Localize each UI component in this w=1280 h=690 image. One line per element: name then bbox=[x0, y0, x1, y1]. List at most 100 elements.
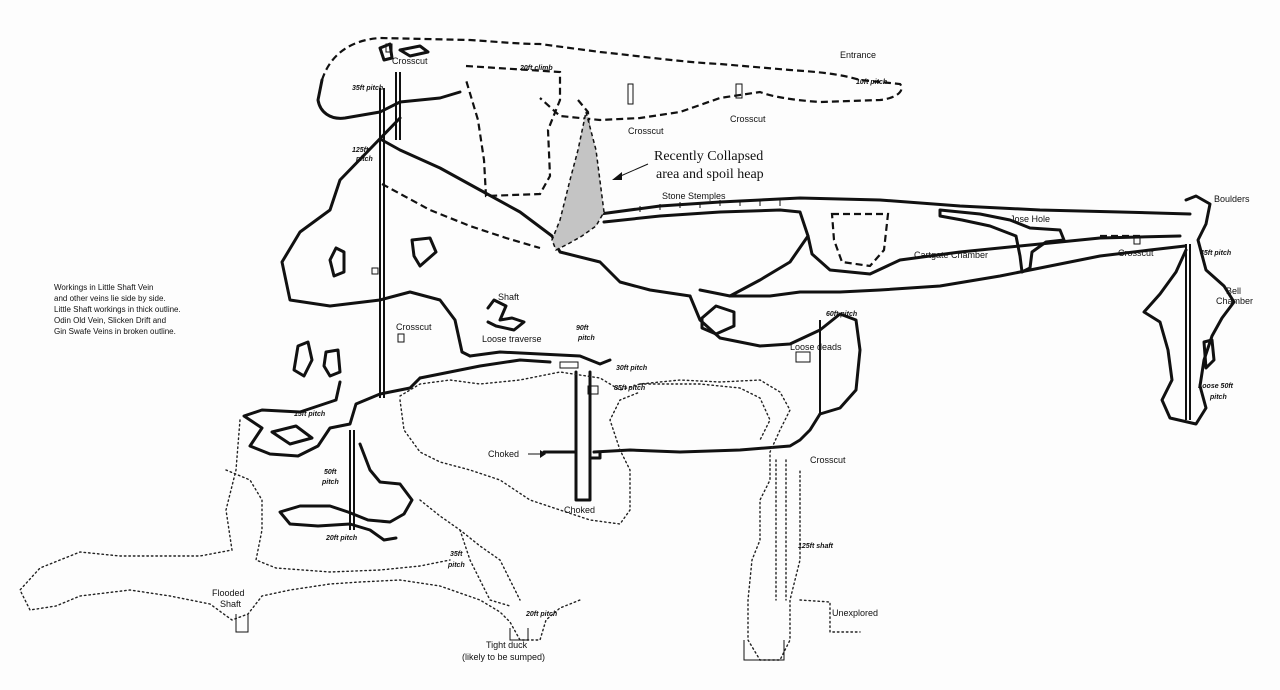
shaft-125ft-main bbox=[379, 88, 385, 398]
shaft-45ft-right bbox=[1185, 244, 1191, 420]
pitch-30-marker bbox=[587, 385, 599, 395]
label-entrance: Entrance bbox=[840, 50, 876, 60]
label-90ft-pitch: pitch bbox=[577, 335, 595, 342]
shaft-50ft bbox=[349, 430, 355, 530]
boulder-chamber bbox=[700, 304, 736, 336]
crosscut-marker-2 bbox=[627, 83, 634, 105]
crosscut-marker-4 bbox=[1133, 237, 1141, 245]
dotted-flooded-passage bbox=[19, 419, 581, 641]
stemples-passage-lower bbox=[602, 208, 810, 298]
label-crosscut-lower: Crosscut bbox=[810, 455, 846, 465]
label-30ft-pitch: 30ft pitch bbox=[616, 365, 647, 372]
label-boulders: Boulders bbox=[1214, 194, 1250, 204]
label-crosscut-right: Crosscut bbox=[1118, 248, 1154, 258]
collapse-arrowhead bbox=[612, 172, 622, 180]
label-50ft-pitch: pitch bbox=[321, 479, 339, 486]
loose-deads-marker bbox=[795, 351, 811, 363]
label-crosscut-b: Crosscut bbox=[730, 114, 766, 124]
shaft-35ft-top bbox=[395, 72, 401, 140]
blob-2 bbox=[292, 340, 314, 378]
central-passage bbox=[468, 350, 612, 366]
label-125ft-pitch: pitch bbox=[355, 156, 373, 163]
label-85ft-pitch: 85ft pitch bbox=[614, 385, 645, 392]
main-east-passage bbox=[592, 412, 822, 454]
label-unexplored: Unexplored bbox=[832, 608, 878, 618]
cartgate-passage bbox=[806, 234, 1182, 276]
legend-line-1: Workings in Little Shaft Vein bbox=[54, 283, 154, 292]
label-bell: Bell bbox=[1226, 286, 1241, 296]
crosscut-marker-1 bbox=[385, 43, 393, 53]
label-crosscut-a: Crosscut bbox=[628, 126, 664, 136]
loose-traverse-marker bbox=[559, 361, 579, 369]
legend-line-2: and other veins lie side by side. bbox=[54, 294, 166, 303]
label-crosscut-mid: Crosscut bbox=[396, 322, 432, 332]
crosscut-marker-5 bbox=[397, 333, 405, 343]
label-15ft-pitch: 15ft pitch bbox=[294, 411, 325, 418]
label-60ft-pitch: 60ft pitch bbox=[826, 311, 857, 318]
label-125ft-shaft: 125ft shaft bbox=[798, 543, 834, 550]
unexplored-sump-mark bbox=[743, 640, 785, 661]
blob-1 bbox=[328, 246, 346, 278]
label-loose-deads: Loose deads bbox=[790, 342, 842, 352]
choked-crossbar bbox=[542, 450, 602, 460]
cartgate-lower bbox=[728, 244, 1187, 298]
label-10ft-pitch: 10ft pitch bbox=[856, 79, 887, 86]
top-left-chamber-2 bbox=[378, 42, 394, 62]
annotation-collapsed-line2: area and spoil heap bbox=[656, 167, 764, 182]
blob-6 bbox=[1202, 338, 1216, 370]
blob-4 bbox=[410, 236, 438, 268]
annotation-collapsed-line1: Recently Collapsed bbox=[654, 149, 763, 164]
jose-hole-shape bbox=[938, 208, 1066, 274]
label-45ft-pitch: 45ft pitch bbox=[1199, 250, 1231, 257]
choked-arrowhead bbox=[540, 450, 546, 458]
label-tight-duck: Tight duck bbox=[486, 640, 528, 650]
label-flooded: Flooded bbox=[212, 588, 245, 598]
label-loose-traverse: Loose traverse bbox=[482, 334, 542, 344]
main-hall-left bbox=[280, 116, 472, 358]
tight-duck-mark bbox=[509, 628, 529, 641]
label-loose-50ft: Loose 50ft bbox=[1198, 383, 1234, 390]
legend-line-5: Gin Swafe Veins in broken outline. bbox=[54, 327, 176, 336]
cartgate-dashed-room bbox=[830, 212, 890, 268]
slicken-drift bbox=[381, 183, 541, 250]
crosscut-marker-3 bbox=[735, 83, 743, 99]
collapsed-spoil-heap bbox=[551, 111, 605, 252]
legend-line-4: Odin Old Vein, Slicken Drift and bbox=[54, 316, 167, 325]
top-passage-outline bbox=[320, 36, 903, 122]
dotted-central bbox=[399, 371, 801, 661]
legend-line-3: Little Shaft workings in thick outline. bbox=[54, 305, 181, 314]
label-35ft-pitch-top: 35ft pitch bbox=[352, 85, 383, 92]
dotted-shaft-125 bbox=[775, 459, 787, 601]
blob-3 bbox=[322, 348, 342, 378]
label-loose-50ft-pitch: pitch bbox=[1209, 394, 1227, 401]
dotted-upper-right bbox=[639, 383, 771, 441]
label-shaft: Shaft bbox=[498, 292, 520, 302]
dotted-flooded-passage-2 bbox=[225, 469, 451, 573]
label-20ft-climb: 20ft climb bbox=[519, 65, 553, 72]
dotted-unexplored bbox=[799, 599, 861, 633]
label-chamber: Chamber bbox=[1216, 296, 1253, 306]
flooded-shaft-mark bbox=[235, 614, 249, 633]
odin-vein-box bbox=[464, 64, 562, 198]
label-50ft: 50ft bbox=[324, 469, 337, 476]
label-90ft: 90ft bbox=[576, 325, 589, 332]
bell-chamber-outline bbox=[1142, 194, 1236, 426]
choked-shaft-box bbox=[574, 370, 592, 502]
label-35ft-low-pitch: pitch bbox=[447, 562, 465, 569]
label-flooded-shaft: Shaft bbox=[220, 599, 242, 609]
label-125ft: 125ft bbox=[352, 147, 369, 154]
shaft-shape bbox=[486, 298, 526, 332]
blob-5 bbox=[270, 424, 314, 446]
label-cartgate-chamber: Cartgate Chamber bbox=[914, 250, 988, 260]
label-choked-left: Choked bbox=[488, 449, 519, 459]
top-left-chamber bbox=[398, 44, 430, 58]
dotted-mid-network bbox=[399, 391, 641, 525]
map-legend: Workings in Little Shaft Vein and other … bbox=[54, 282, 244, 337]
label-crosscut-top-left: Crosscut bbox=[392, 56, 428, 66]
stemple-markers bbox=[639, 200, 781, 212]
dotted-mid-network-2 bbox=[419, 499, 521, 607]
label-tight-duck-sumped: (likely to be sumped) bbox=[462, 652, 545, 662]
label-jose-hole: Jose Hole bbox=[1010, 214, 1050, 224]
middle-chambers bbox=[418, 358, 552, 380]
